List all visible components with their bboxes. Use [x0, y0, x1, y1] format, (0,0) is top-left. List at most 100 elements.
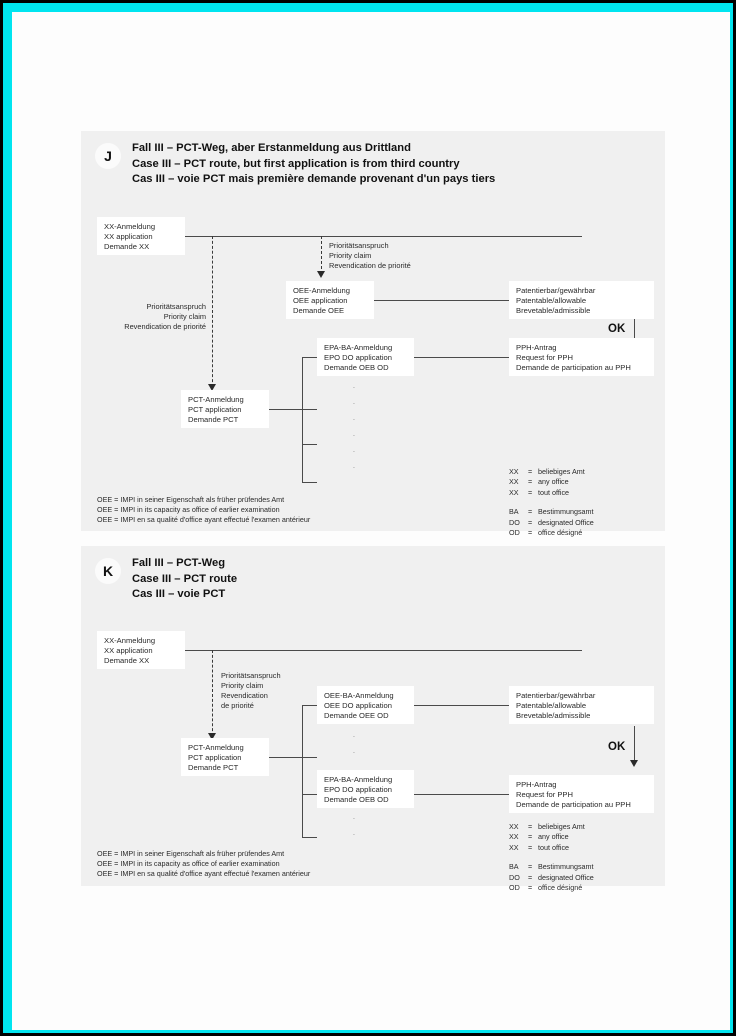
abbrev-eq: =: [528, 822, 533, 831]
ellipsis-bottom-k: · ·: [352, 814, 356, 839]
abbrev-key: XX: [509, 487, 519, 497]
abbrev-value: any office: [538, 832, 569, 842]
ok-label-j: OK: [608, 323, 626, 335]
abbrev-row: XX = any office: [509, 832, 594, 842]
node-patentable-j: Patentierbar/gewährbar Patentable/allowa…: [509, 281, 654, 319]
panel-j-badge: J: [95, 143, 121, 169]
abbreviations-k: XX = beliebiges Amt XX = any office XX =: [509, 822, 594, 893]
panel-k-header: K Fall III – PCT-Weg Case III – PCT rout…: [95, 556, 237, 603]
bracket-branch-2-k: [302, 757, 317, 758]
abbrev-eq: =: [528, 883, 533, 893]
node-xx-application-j: XX-Anmeldung XX application Demande XX: [97, 217, 185, 255]
ok-arrow-line-j: [634, 319, 635, 346]
node-pct-application-j: PCT-Anmeldung PCT application Demande PC…: [181, 390, 269, 428]
abbrev-value: any office: [538, 477, 569, 487]
connector-oeedo-patentable-k: [414, 705, 509, 706]
abbrev-value: Bestimmungsamt: [538, 862, 594, 872]
panel-case-3-pct-route: K Fall III – PCT-Weg Case III – PCT rout…: [81, 546, 665, 892]
abbrev-row: XX = any office: [509, 477, 594, 487]
abbrev-key: XX: [509, 477, 519, 487]
backbone-line-j: [185, 236, 582, 237]
node-epo-do-application-j: EPA-BA-Anmeldung EPO DO application Dema…: [317, 338, 414, 376]
footnote-oee-k: OEE = IMPI in seiner Eigenschaft als frü…: [97, 849, 311, 878]
bracket-branch-3-k: [302, 794, 317, 795]
abbrev-key: OD: [509, 883, 520, 893]
connector-oee-patentable-j: [374, 300, 509, 301]
abbrev-key: OD: [509, 528, 520, 538]
abbrev-eq: =: [528, 517, 533, 527]
ok-label-k: OK: [608, 741, 626, 753]
panel-j-title: Fall III – PCT-Weg, aber Erstanmeldung a…: [132, 141, 495, 188]
page-sheet: J Fall III – PCT-Weg, aber Erstanmeldung…: [12, 12, 730, 1030]
priority-dash-to-oee-j: [321, 236, 322, 274]
abbrev-value: beliebiges Amt: [538, 822, 585, 831]
abbrev-row: XX = tout office: [509, 488, 594, 498]
abbrev-row: XX = tout office: [509, 843, 594, 853]
abbrev-eq: =: [528, 528, 533, 538]
node-xx-application-k: XX-Anmeldung XX application Demande XX: [97, 631, 185, 669]
connector-epodo-pph-j: [414, 357, 509, 358]
priority-dash-to-pct-j: [212, 236, 213, 387]
abbrev-eq: =: [528, 477, 533, 487]
abbrev-row: XX = beliebiges Amt: [509, 467, 594, 477]
abbrev-eq: =: [528, 467, 533, 476]
abbrev-row: OD = office désigné: [509, 528, 594, 538]
abbrev-key: BA: [509, 862, 519, 872]
abbrev-eq: =: [528, 832, 533, 842]
node-oee-do-application-k: OEE-BA-Anmeldung OEE DO application Dema…: [317, 686, 414, 724]
abbrev-value: beliebiges Amt: [538, 467, 585, 476]
abbrev-row: BA = Bestimmungsamt: [509, 862, 594, 872]
priority-arrowhead-to-pct-k: [207, 733, 216, 740]
abbreviations-table-k: XX = beliebiges Amt XX = any office XX =: [509, 822, 594, 893]
bracket-branch-4-k: [302, 837, 317, 838]
backbone-line-k: [185, 650, 582, 651]
abbreviations-j: XX = beliebiges Amt XX = any office XX =: [509, 467, 594, 538]
abbrev-key: DO: [509, 872, 520, 882]
abbrev-key: XX: [509, 467, 519, 476]
bracket-branch-1-j: [302, 357, 317, 358]
panel-k-title: Fall III – PCT-Weg Case III – PCT route …: [132, 556, 237, 603]
abbrev-key: BA: [509, 507, 519, 517]
abbrev-key: XX: [509, 832, 519, 842]
node-patentable-k: Patentierbar/gewährbar Patentable/allowa…: [509, 686, 654, 724]
priority-arrowhead-to-oee-j: [316, 271, 325, 278]
abbrev-row: DO = designated Office: [509, 873, 594, 883]
abbrev-spacer: [509, 498, 594, 507]
abbrev-eq: =: [528, 872, 533, 882]
abbrev-eq: =: [528, 487, 533, 497]
ellipsis-top-k: · ·: [352, 732, 356, 757]
ok-arrowhead-k: [629, 760, 638, 767]
connector-epodo-pph-k: [414, 794, 509, 795]
panel-case-3-third-country: J Fall III – PCT-Weg, aber Erstanmeldung…: [81, 131, 665, 537]
bracket-branch-3-j: [302, 444, 317, 445]
bracket-spine-k: [302, 705, 303, 837]
ok-arrow-line-k: [634, 726, 635, 763]
abbrev-eq: =: [528, 507, 533, 517]
abbrev-value: designated Office: [538, 872, 594, 882]
abbrev-key: DO: [509, 517, 520, 527]
node-pph-request-k: PPH-Antrag Request for PPH Demande de pa…: [509, 775, 654, 813]
bracket-branch-2-j: [302, 409, 317, 410]
bracket-branch-4-j: [302, 482, 317, 483]
abbrev-value: Bestimmungsamt: [538, 507, 594, 517]
abbrev-eq: =: [528, 862, 533, 872]
panel-k-title-de: Fall III – PCT-Weg: [132, 557, 226, 569]
panel-k-title-en: Case III – PCT route: [132, 572, 238, 585]
connector-pct-bracket-j: [269, 409, 302, 410]
abbrev-value: office désigné: [538, 883, 583, 893]
priority-arrowhead-to-pct-j: [207, 384, 216, 391]
abbrev-key: XX: [509, 822, 519, 831]
abbrev-value: office désigné: [538, 528, 583, 538]
abbrev-value: designated Office: [538, 517, 594, 527]
panel-j-title-de: Fall III – PCT-Weg, aber Erstanmeldung a…: [132, 142, 411, 154]
abbrev-row: OD = office désigné: [509, 883, 594, 893]
caption-priority-pct-k: Prioritätsanspruch Priority claim Revend…: [221, 671, 281, 710]
abbreviations-table-j: XX = beliebiges Amt XX = any office XX =: [509, 467, 594, 538]
abbrev-value: tout office: [538, 487, 570, 497]
node-pph-request-j: PPH-Antrag Request for PPH Demande de pa…: [509, 338, 654, 376]
abbrev-row: XX = beliebiges Amt: [509, 822, 594, 832]
panel-j-title-en: Case III – PCT route, but first applicat…: [132, 157, 460, 170]
bracket-branch-1-k: [302, 705, 317, 706]
footnote-oee-j: OEE = IMPI in seiner Eigenschaft als frü…: [97, 495, 311, 524]
